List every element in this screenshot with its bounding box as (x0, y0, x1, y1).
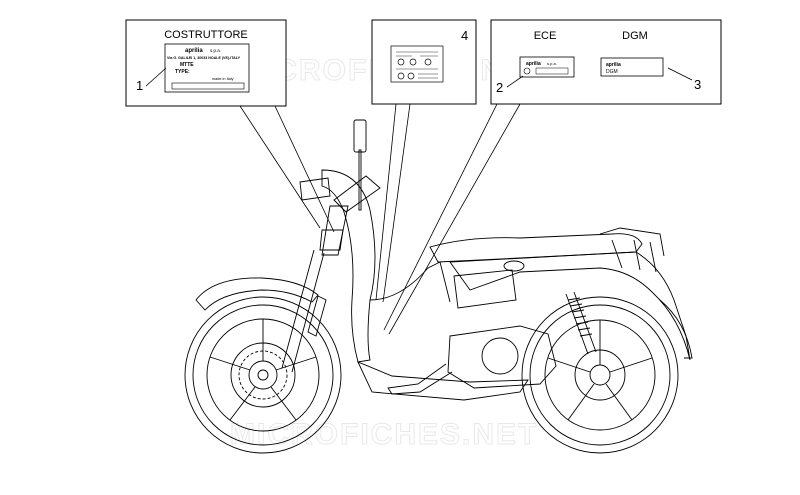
dgm-plate-text: DGM (606, 69, 618, 75)
costruttore-box: COSTRUTTORE aprilia s.p.a. Via G. GALILE… (125, 19, 287, 107)
ece-plate-field (535, 67, 569, 75)
fuel-cap (503, 260, 525, 272)
watermark-group: MICROFICHES.NET MICROFICHES.NET (230, 54, 545, 452)
front-fender (195, 277, 319, 311)
ece-plate: aprilia s.p.a. (519, 56, 575, 78)
engine (447, 325, 557, 389)
seat (429, 233, 643, 263)
plate-blank-field (171, 82, 245, 90)
floorboard (357, 361, 529, 401)
dgm-title: DGM (622, 30, 648, 42)
shock-spring (567, 297, 593, 337)
headstock (319, 229, 344, 251)
frame-tube (369, 261, 451, 303)
mirror (353, 119, 367, 153)
plate-address: Via G. GALILEI 1, 30033 NOALE (VE)-ITALY (167, 56, 241, 60)
ece-dgm-box: ECE DGM aprilia s.p.a. aprilia DGM (490, 19, 722, 105)
callout-4: 4 (461, 28, 468, 43)
callout-3: 3 (694, 77, 701, 92)
ece-plate-suffix: s.p.a. (547, 61, 557, 66)
handlebar (333, 175, 381, 213)
callouts: 1 4 2 3 (136, 28, 701, 95)
costruttore-title: COSTRUTTORE (164, 29, 248, 41)
decal-box (371, 19, 477, 105)
warning-decal (390, 45, 444, 83)
body-panel (449, 251, 691, 361)
rear-carrier (599, 227, 665, 273)
dgm-plate-brand: aprilia (606, 62, 621, 68)
ece-title: ECE (534, 30, 557, 42)
mirror-stem (358, 149, 362, 211)
plate-field-type: TYPE: (175, 69, 190, 75)
brake-disc (238, 350, 288, 400)
plate-brand-suffix: s.p.a. (210, 48, 221, 53)
scooter-drawing (184, 119, 693, 454)
plate-made-in: made in Italy (212, 77, 234, 81)
callout-1: 1 (136, 78, 143, 93)
front-fork (281, 249, 327, 373)
callout-2-leader (506, 75, 524, 88)
front-wheel (184, 296, 342, 454)
dgm-plate: aprilia DGM (600, 57, 664, 77)
callout-1-leader (145, 67, 167, 87)
engine-cover (481, 337, 519, 375)
ece-plate-brand: aprilia (526, 61, 541, 67)
rear-wheel (521, 296, 679, 454)
callout-3-leader (667, 67, 693, 81)
ece-plate-circle (523, 67, 531, 75)
headlight (299, 177, 331, 201)
leg-shield (321, 169, 376, 363)
watermark-bottom: MICROFICHES.NET (230, 418, 538, 451)
exhaust (387, 363, 453, 395)
plate-field-mtte: MTTE (180, 62, 194, 68)
rear-fender (659, 299, 693, 359)
manufacturer-plate: aprilia s.p.a. Via G. GALILEI 1, 30033 N… (164, 43, 250, 93)
box-leader-lines (239, 103, 521, 335)
fuel-tank (453, 269, 517, 309)
plate-brand: aprilia (185, 48, 203, 54)
callout-2: 2 (496, 80, 503, 95)
